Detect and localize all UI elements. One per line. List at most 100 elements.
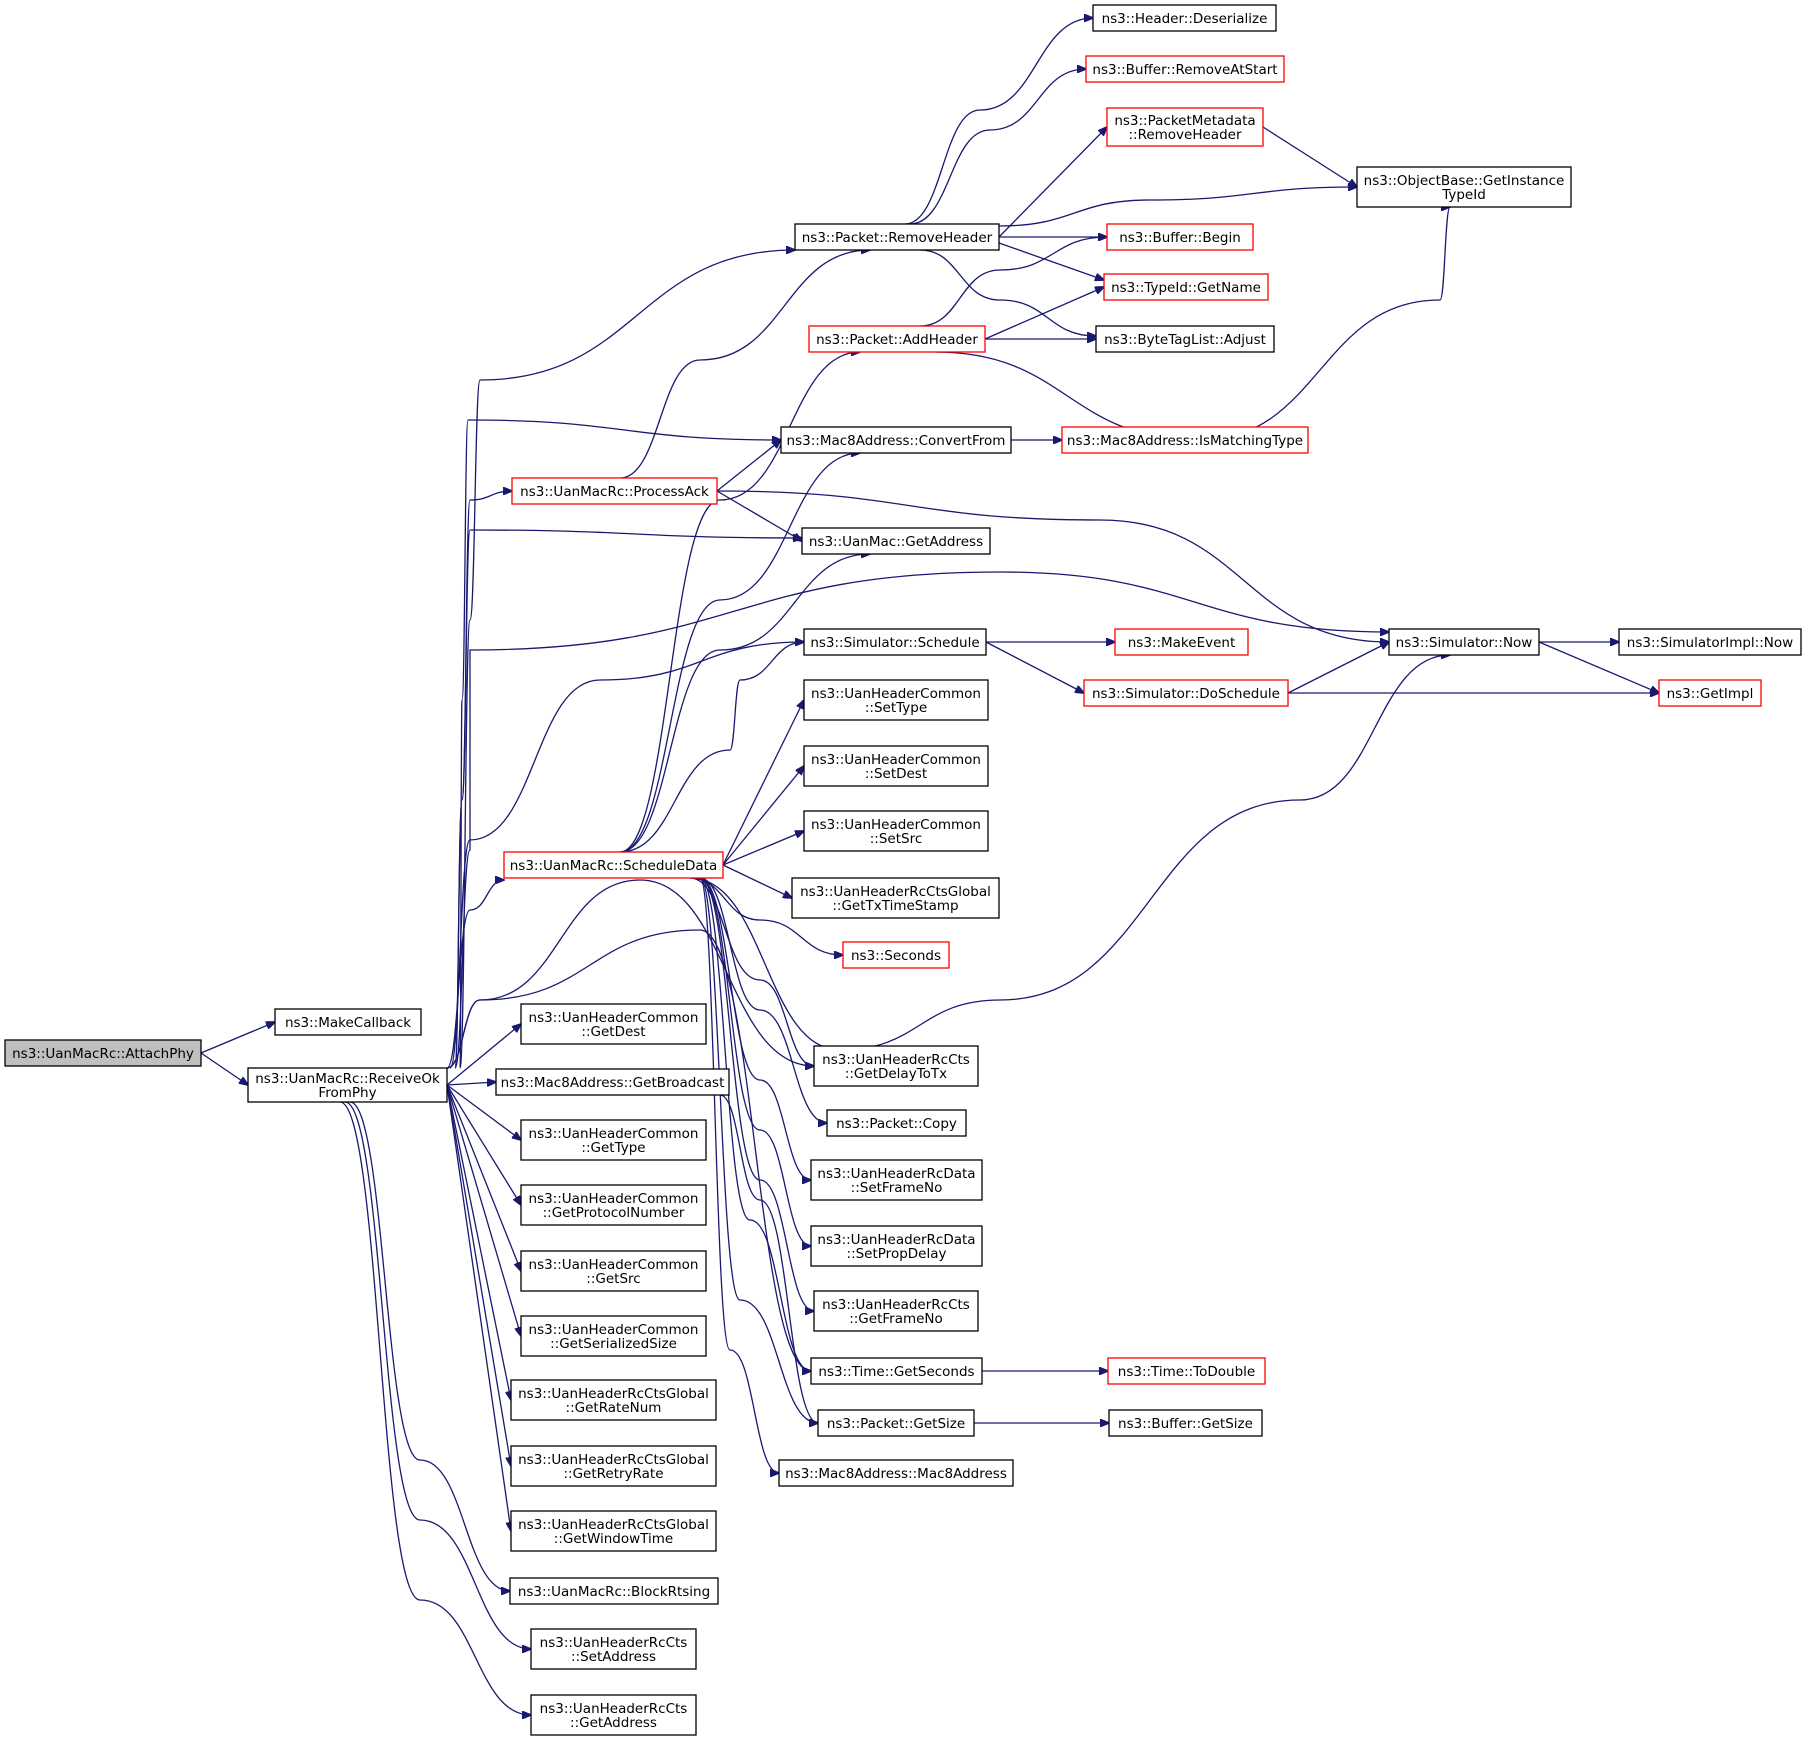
node-makecallback[interactable]: ns3::MakeCallback bbox=[274, 1008, 422, 1036]
node-uhc_gettype[interactable]: ns3::UanHeaderCommon::GetType bbox=[520, 1119, 707, 1161]
edge-scheduledata-to-m8_mac8address bbox=[699, 877, 779, 1473]
node-uhc_getdest[interactable]: ns3::UanHeaderCommon::GetDest bbox=[520, 1003, 707, 1045]
node-label: ::GetAddress bbox=[570, 1715, 657, 1731]
node-uhc_settype[interactable]: ns3::UanHeaderCommon::SetType bbox=[803, 679, 989, 721]
node-data_setframeno[interactable]: ns3::UanHeaderRcData::SetFrameNo bbox=[810, 1159, 983, 1201]
node-sim_schedule[interactable]: ns3::Simulator::Schedule bbox=[803, 628, 987, 656]
node-label: ::GetDest bbox=[581, 1024, 645, 1040]
node-label: ns3::ObjectBase::GetInstance bbox=[1364, 173, 1565, 189]
node-typeid_getname[interactable]: ns3::TypeId::GetName bbox=[1103, 273, 1269, 301]
edge-receiveok-to-blockrtsing bbox=[349, 1101, 510, 1591]
node-makeevent[interactable]: ns3::MakeEvent bbox=[1114, 628, 1249, 656]
node-label: ns3::Mac8Address::Mac8Address bbox=[785, 1466, 1007, 1482]
edge-pkt_addheader-to-ob_getinstancetypeid bbox=[934, 207, 1450, 441]
edge-m8_getbroadcast-to-pkt_getsize bbox=[719, 1094, 818, 1423]
node-time_todouble[interactable]: ns3::Time::ToDouble bbox=[1107, 1357, 1266, 1385]
node-uhc_getserializedsize[interactable]: ns3::UanHeaderCommon::GetSerializedSize bbox=[520, 1315, 707, 1357]
edge-path bbox=[722, 831, 804, 866]
node-uhc_setsrc[interactable]: ns3::UanHeaderCommon::SetSrc bbox=[803, 810, 989, 852]
node-scheduledata[interactable]: ns3::UanMacRc::ScheduleData bbox=[503, 851, 724, 879]
edge-scheduledata-to-sim_schedule bbox=[619, 642, 804, 853]
node-label: ::GetSerializedSize bbox=[550, 1336, 677, 1352]
node-seconds[interactable]: ns3::Seconds bbox=[842, 941, 950, 969]
node-attachphy[interactable]: ns3::UanMacRc::AttachPhy bbox=[4, 1039, 202, 1067]
node-cts_setaddress[interactable]: ns3::UanHeaderRcCts::SetAddress bbox=[530, 1628, 697, 1670]
node-uhc_getsrc[interactable]: ns3::UanHeaderCommon::GetSrc bbox=[520, 1250, 707, 1292]
node-pkt_getsize[interactable]: ns3::Packet::GetSize bbox=[817, 1409, 975, 1437]
node-label: ::SetSrc bbox=[870, 831, 923, 847]
node-box bbox=[803, 679, 989, 721]
edge-path bbox=[619, 642, 804, 853]
node-box bbox=[1085, 55, 1285, 83]
node-box bbox=[780, 426, 1012, 454]
edge-path bbox=[689, 877, 843, 955]
node-sim_doschedule[interactable]: ns3::Simulator::DoSchedule bbox=[1083, 679, 1289, 707]
node-hdr_deserialize[interactable]: ns3::Header::Deserialize bbox=[1092, 4, 1277, 32]
node-pkt_copy[interactable]: ns3::Packet::Copy bbox=[826, 1109, 967, 1137]
node-m8_ismatchingtype[interactable]: ns3::Mac8Address::IsMatchingType bbox=[1061, 426, 1309, 454]
node-m8_mac8address[interactable]: ns3::Mac8Address::Mac8Address bbox=[778, 1459, 1014, 1487]
node-label: ns3::Simulator::Schedule bbox=[810, 635, 979, 651]
node-box bbox=[1114, 628, 1249, 656]
node-m8_getbroadcast[interactable]: ns3::Mac8Address::GetBroadcast bbox=[495, 1068, 730, 1096]
node-label: ::GetTxTimeStamp bbox=[832, 898, 958, 914]
node-ctsg_getratenum[interactable]: ns3::UanHeaderRcCtsGlobal::GetRateNum bbox=[510, 1379, 717, 1421]
node-buf_getsize[interactable]: ns3::Buffer::GetSize bbox=[1108, 1409, 1263, 1437]
node-processack[interactable]: ns3::UanMacRc::ProcessAck bbox=[511, 477, 718, 505]
node-time_getseconds[interactable]: ns3::Time::GetSeconds bbox=[810, 1357, 983, 1385]
node-label: ::SetFrameNo bbox=[851, 1180, 943, 1196]
node-box bbox=[520, 1315, 707, 1357]
edge-receiveok-to-pkt_removeheader bbox=[459, 250, 795, 1069]
node-label: ns3::MakeEvent bbox=[1128, 635, 1236, 651]
node-buf_removeatstart[interactable]: ns3::Buffer::RemoveAtStart bbox=[1085, 55, 1285, 83]
node-blockrtsing[interactable]: ns3::UanMacRc::BlockRtsing bbox=[509, 1577, 719, 1605]
edge-scheduledata-to-pkt_addheader bbox=[619, 352, 860, 853]
node-data_setpropdelay[interactable]: ns3::UanHeaderRcData::SetPropDelay bbox=[810, 1225, 983, 1267]
edge-path bbox=[619, 453, 860, 853]
node-cts_getdelaytotx[interactable]: ns3::UanHeaderRcCts::GetDelayToTx bbox=[813, 1045, 979, 1087]
node-getimpl[interactable]: ns3::GetImpl bbox=[1658, 679, 1762, 707]
edge-pkt_addheader-to-buf_begin bbox=[919, 237, 1107, 327]
node-ctsg_getwindowtime[interactable]: ns3::UanHeaderRcCtsGlobal::GetWindowTime bbox=[510, 1510, 717, 1552]
edge-attachphy-to-makecallback bbox=[200, 1022, 275, 1054]
node-simimpl_now[interactable]: ns3::SimulatorImpl::Now bbox=[1618, 628, 1802, 656]
node-uanmac_getaddress[interactable]: ns3::UanMac::GetAddress bbox=[801, 527, 991, 555]
node-label: ::SetAddress bbox=[571, 1649, 656, 1665]
node-uhc_getprotocolnumber[interactable]: ns3::UanHeaderCommon::GetProtocolNumber bbox=[520, 1184, 707, 1226]
node-label: ns3::UanHeaderRcCts bbox=[540, 1701, 688, 1717]
node-label: ns3::UanHeaderRcCtsGlobal bbox=[518, 1386, 709, 1402]
node-buf_begin[interactable]: ns3::Buffer::Begin bbox=[1106, 223, 1254, 251]
node-label: ns3::Packet::Copy bbox=[836, 1116, 957, 1132]
node-box bbox=[520, 1184, 707, 1226]
node-cts_getaddress[interactable]: ns3::UanHeaderRcCts::GetAddress bbox=[530, 1694, 697, 1736]
edge-receiveok-to-uhc_getprotocolnumber bbox=[446, 1084, 521, 1205]
edge-path bbox=[446, 1084, 511, 1466]
node-ctsg_getretryrate[interactable]: ns3::UanHeaderRcCtsGlobal::GetRetryRate bbox=[510, 1445, 717, 1487]
node-label: TypeId bbox=[1441, 187, 1486, 203]
node-pkt_addheader[interactable]: ns3::Packet::AddHeader bbox=[808, 325, 986, 353]
node-pm_removeheader[interactable]: ns3::PacketMetadata::RemoveHeader bbox=[1106, 107, 1264, 147]
node-label: ::GetWindowTime bbox=[554, 1531, 673, 1547]
edge-receiveok-to-uhc_gettype bbox=[446, 1084, 521, 1140]
node-box bbox=[510, 1379, 717, 1421]
node-label: ns3::Seconds bbox=[851, 948, 941, 964]
node-btl_adjust[interactable]: ns3::ByteTagList::Adjust bbox=[1095, 325, 1275, 353]
node-ctsg_gettxtimestamp[interactable]: ns3::UanHeaderRcCtsGlobal::GetTxTimeStam… bbox=[791, 877, 1000, 919]
node-m8_convertfrom[interactable]: ns3::Mac8Address::ConvertFrom bbox=[780, 426, 1012, 454]
node-label: ns3::Buffer::RemoveAtStart bbox=[1092, 62, 1277, 78]
node-box bbox=[1107, 1357, 1266, 1385]
edge-attachphy-to-receiveok bbox=[200, 1052, 248, 1085]
node-box bbox=[520, 1119, 707, 1161]
node-cts_getframeno[interactable]: ns3::UanHeaderRcCts::GetFrameNo bbox=[813, 1290, 979, 1332]
edge-path bbox=[699, 877, 811, 1180]
node-label: ns3::UanHeaderCommon bbox=[529, 1257, 699, 1273]
edge-path bbox=[984, 287, 1104, 340]
node-uhc_setdest[interactable]: ns3::UanHeaderCommon::SetDest bbox=[803, 745, 989, 787]
node-sim_now[interactable]: ns3::Simulator::Now bbox=[1388, 628, 1540, 656]
edge-scheduledata-to-sim_now bbox=[689, 655, 1450, 1051]
node-pkt_removeheader[interactable]: ns3::Packet::RemoveHeader bbox=[794, 223, 1000, 251]
edge-path bbox=[699, 877, 814, 1311]
node-label: ns3::UanMacRc::AttachPhy bbox=[12, 1046, 194, 1062]
